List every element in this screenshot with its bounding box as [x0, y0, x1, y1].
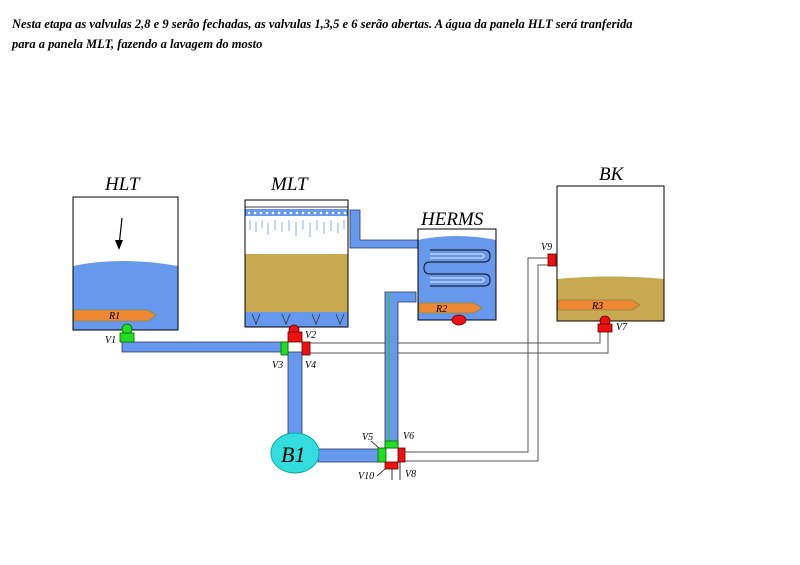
mlt-sparge-drops [249, 220, 345, 237]
herms-label: HERMS [420, 209, 484, 230]
resistor-r1 [73, 309, 157, 322]
valve-v1-knob[interactable] [121, 323, 133, 335]
valve-v8[interactable] [397, 447, 406, 463]
bk-vessel: R3 BK [556, 164, 665, 322]
valve-v9-label: V9 [541, 242, 552, 253]
pipe-herms-mlt [349, 209, 419, 249]
pipe-v6-herms [384, 291, 417, 449]
valve-v8-label: V8 [405, 469, 416, 480]
valve-v10-label: V10 [358, 471, 374, 482]
pump-b1[interactable]: B1 [270, 432, 320, 474]
valve-v1-label: V1 [105, 335, 116, 346]
mlt-false-bottom [245, 312, 348, 327]
valve-v10[interactable] [384, 461, 399, 470]
valve-v4[interactable] [301, 341, 311, 356]
pipe-v8-v9 [403, 257, 550, 462]
valve-v5[interactable] [377, 447, 387, 463]
herms-sensor-icon [451, 314, 467, 326]
valve-v6-label: V6 [403, 431, 414, 442]
herms-coil [423, 249, 491, 287]
valve-v2-label: V2 [305, 330, 316, 341]
resistor-r2 [418, 302, 483, 314]
valves: V1 V2 V3 V4 V5 V6 V8 V10 V9 V7 [105, 242, 628, 482]
resistor-r3-label: R3 [591, 301, 603, 312]
valve-v6[interactable] [384, 440, 399, 449]
bk-label: BK [599, 164, 625, 185]
valve-v1[interactable] [119, 332, 135, 343]
pipe-hlt-v1-v3 [121, 332, 289, 353]
valve-v3[interactable] [280, 341, 289, 356]
valve-v7[interactable] [597, 323, 613, 333]
pump-b1-label: B1 [281, 442, 305, 467]
resistor-r2-label: R2 [435, 304, 447, 315]
resistor-r3 [557, 299, 641, 311]
caption: Nesta etapa as valvulas 2,8 e 9 serão fe… [12, 14, 792, 54]
empty-pipes [302, 257, 609, 462]
mlt-label: MLT [270, 174, 309, 195]
hlt-label: HLT [104, 174, 141, 195]
herms-vessel: R2 HERMS [417, 209, 497, 326]
valve-v7-label: V7 [616, 322, 628, 333]
pipe-v3-pump [287, 351, 303, 441]
valve-v3-label: V3 [272, 360, 283, 371]
mlt-grain [245, 254, 348, 312]
caption-line-1: Nesta etapa as valvulas 2,8 e 9 serão fe… [12, 17, 633, 31]
hlt-vessel: R1 HLT [72, 174, 179, 331]
valve-v4-label: V4 [305, 360, 316, 371]
mlt-foam [245, 209, 348, 216]
valve-v5-label: V5 [362, 432, 373, 443]
pipe-v4-v7 [302, 330, 609, 354]
pipe-pump-v5 [317, 448, 383, 463]
water-pipes [121, 209, 419, 463]
valve-v9[interactable] [547, 253, 557, 267]
caption-line-2: para a panela MLT, fazendo a lavagem do … [12, 37, 263, 51]
mlt-rain [245, 216, 348, 254]
mlt-vessel: MLT [244, 174, 349, 328]
valve-v2[interactable] [287, 331, 303, 343]
resistor-r1-label: R1 [108, 311, 120, 322]
